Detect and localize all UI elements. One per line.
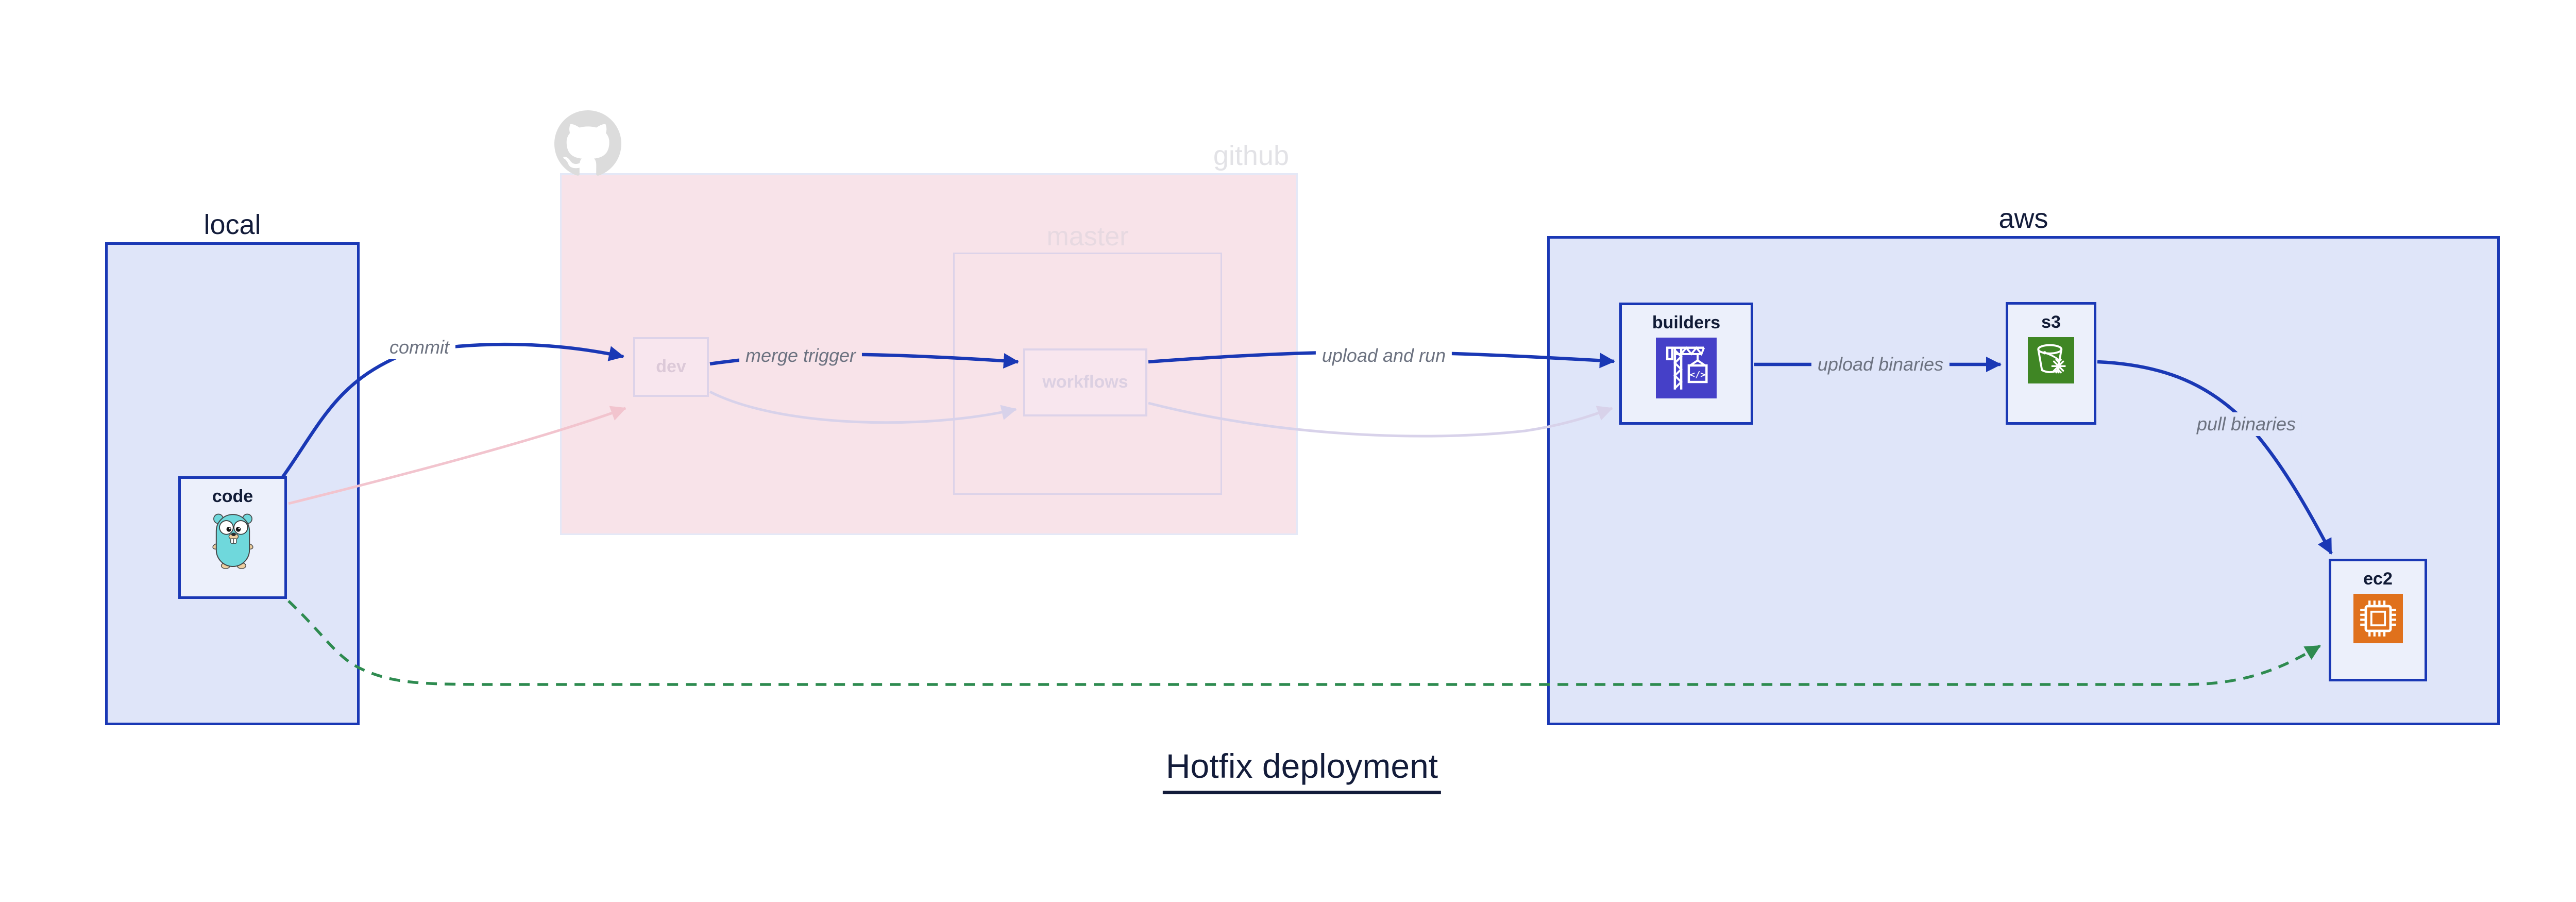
- edge-label-upload-binaries: upload binaries: [1811, 353, 1950, 376]
- aws-s3-icon: [2028, 337, 2074, 384]
- node-s3-label: s3: [2041, 312, 2061, 332]
- aws-codebuild-icon: </>: [1656, 338, 1717, 399]
- container-master-label: master: [1046, 222, 1129, 252]
- container-local-label: local: [204, 209, 261, 240]
- node-dev: dev: [633, 337, 709, 397]
- node-code-label: code: [212, 487, 253, 506]
- go-gopher-icon: [212, 514, 253, 570]
- node-ec2: ec2: [2329, 559, 2427, 681]
- container-aws-label: aws: [1998, 203, 2048, 234]
- node-workflows: workflows: [1023, 348, 1147, 416]
- svg-text:</>: </>: [1690, 370, 1706, 380]
- node-builders: builders </>: [1619, 303, 1753, 425]
- edge-label-upload-and-run: upload and run: [1315, 344, 1452, 368]
- node-builders-label: builders: [1652, 313, 1721, 332]
- github-octocat-icon: [554, 110, 621, 176]
- edge-label-merge-trigger: merge trigger: [739, 344, 862, 368]
- node-ec2-label: ec2: [2363, 569, 2393, 589]
- container-master: master: [953, 222, 1222, 495]
- container-github-label: github: [1213, 140, 1289, 171]
- node-dev-label: dev: [656, 357, 686, 377]
- edge-label-commit: commit: [383, 336, 455, 359]
- aws-ec2-icon: [2353, 594, 2403, 644]
- diagram-title: Hotfix deployment: [1162, 746, 1442, 794]
- edge-label-pull-binaries: pull binaries: [2190, 412, 2302, 436]
- node-code: code: [178, 476, 287, 599]
- node-s3: s3: [2006, 302, 2096, 425]
- node-workflows-label: workflows: [1042, 372, 1128, 392]
